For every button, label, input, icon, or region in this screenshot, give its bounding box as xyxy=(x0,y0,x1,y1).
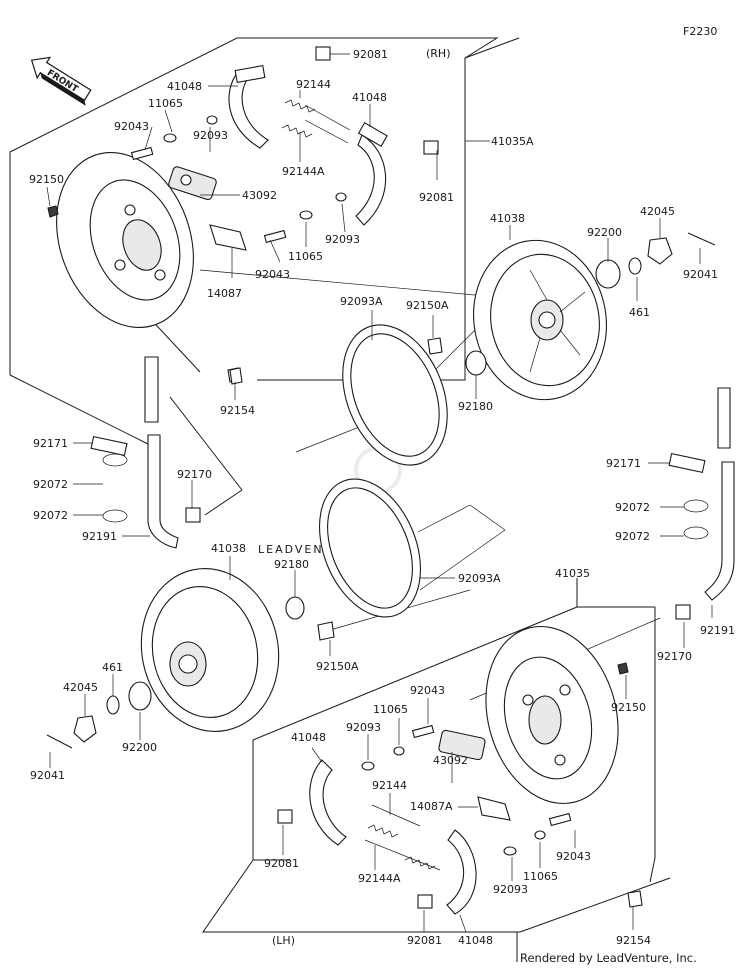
part-label: 92180 xyxy=(458,400,493,413)
part-label: 92171 xyxy=(33,437,68,450)
part-label: 92144 xyxy=(372,779,407,792)
part-label: 92043 xyxy=(255,268,290,281)
part-label: 41048 xyxy=(458,934,493,947)
rh-brake-shoe-front xyxy=(228,65,269,149)
part-label: 92093 xyxy=(325,233,360,246)
part-label: 92043 xyxy=(114,120,149,133)
part-label: 92093A xyxy=(458,572,501,585)
part-label: 461 xyxy=(629,306,650,319)
part-label: 41038 xyxy=(490,212,525,225)
lh-brake-drum xyxy=(140,478,422,732)
part-label: 11065 xyxy=(523,870,558,883)
part-labels: (RH) 92081 41048 92144 11065 41048 92043… xyxy=(29,47,735,947)
part-label: 92072 xyxy=(33,509,68,522)
part-label: 92072 xyxy=(615,501,650,514)
part-label: 92150A xyxy=(406,299,449,312)
part-label: 92154 xyxy=(220,404,255,417)
lh-small-hardware xyxy=(277,724,643,909)
part-label: 92171 xyxy=(606,457,641,470)
rh-springs xyxy=(281,99,351,144)
lh-group-outline xyxy=(202,578,671,962)
part-label: 11065 xyxy=(148,97,183,110)
part-label: 41048 xyxy=(352,91,387,104)
part-label: 92191 xyxy=(82,530,117,543)
part-label: 92170 xyxy=(657,650,692,663)
part-label: 92093 xyxy=(193,129,228,142)
rh-wheel-cylinder xyxy=(168,166,217,201)
part-label: 42045 xyxy=(63,681,98,694)
part-label: 92081 xyxy=(419,191,454,204)
part-label: 92043 xyxy=(556,850,591,863)
side-label-rh: (RH) xyxy=(426,47,451,60)
part-label: 92150 xyxy=(29,173,64,186)
front-arrow-icon: FRONT xyxy=(30,56,92,106)
part-label: 92200 xyxy=(587,226,622,239)
lh-wheel-cylinder xyxy=(438,729,486,761)
footer-credit: Rendered by LeadVenture, Inc. xyxy=(520,951,697,965)
part-label: 41038 xyxy=(211,542,246,555)
rh-backing-plate xyxy=(56,152,194,328)
rh-brake-drum xyxy=(472,239,608,401)
part-label: 92081 xyxy=(407,934,442,947)
part-label: 92191 xyxy=(700,624,735,637)
figure-code: F2230 xyxy=(683,25,717,38)
part-label: 92081 xyxy=(353,48,388,61)
side-label-lh: (LH) xyxy=(272,934,295,947)
leader-lines xyxy=(46,53,713,933)
part-label: 92144 xyxy=(296,78,331,91)
part-label: 92200 xyxy=(122,741,157,754)
part-label: 92043 xyxy=(410,684,445,697)
part-label: 92180 xyxy=(274,558,309,571)
part-label: 41048 xyxy=(167,80,202,93)
part-label: 92144A xyxy=(358,872,401,885)
lh-drum-hardware xyxy=(46,596,335,749)
part-label: 92081 xyxy=(264,857,299,870)
part-label: 14087A xyxy=(410,800,453,813)
part-label: 92170 xyxy=(177,468,212,481)
rh-seal-ring xyxy=(342,324,448,466)
part-label: 11065 xyxy=(373,703,408,716)
lh-springs xyxy=(364,804,441,871)
part-label: 41048 xyxy=(291,731,326,744)
part-label: 92150 xyxy=(611,701,646,714)
lh-brake-shoes xyxy=(309,759,477,915)
part-label: 92041 xyxy=(683,268,718,281)
part-label: 42045 xyxy=(640,205,675,218)
part-label: 41035 xyxy=(555,567,590,580)
part-label: 43092 xyxy=(242,189,277,202)
part-label: 41035A xyxy=(491,135,534,148)
part-label: 92093A xyxy=(340,295,383,308)
rh-brake-hose xyxy=(90,356,201,549)
lh-brake-hose xyxy=(668,387,735,620)
part-label: 92072 xyxy=(33,478,68,491)
part-label: 461 xyxy=(102,661,123,674)
part-label: 92144A xyxy=(282,165,325,178)
part-label: 92154 xyxy=(616,934,651,947)
part-label: 11065 xyxy=(288,250,323,263)
part-label: 14087 xyxy=(207,287,242,300)
part-label: 92150A xyxy=(316,660,359,673)
part-label: 92072 xyxy=(615,530,650,543)
part-label: 92093 xyxy=(346,721,381,734)
lh-backing-plate xyxy=(485,625,629,805)
part-label: 43092 xyxy=(433,754,468,767)
rh-drum-hardware xyxy=(229,232,716,385)
rh-brake-shoe-rear xyxy=(355,122,388,226)
part-label: 92041 xyxy=(30,769,65,782)
part-label: 92093 xyxy=(493,883,528,896)
